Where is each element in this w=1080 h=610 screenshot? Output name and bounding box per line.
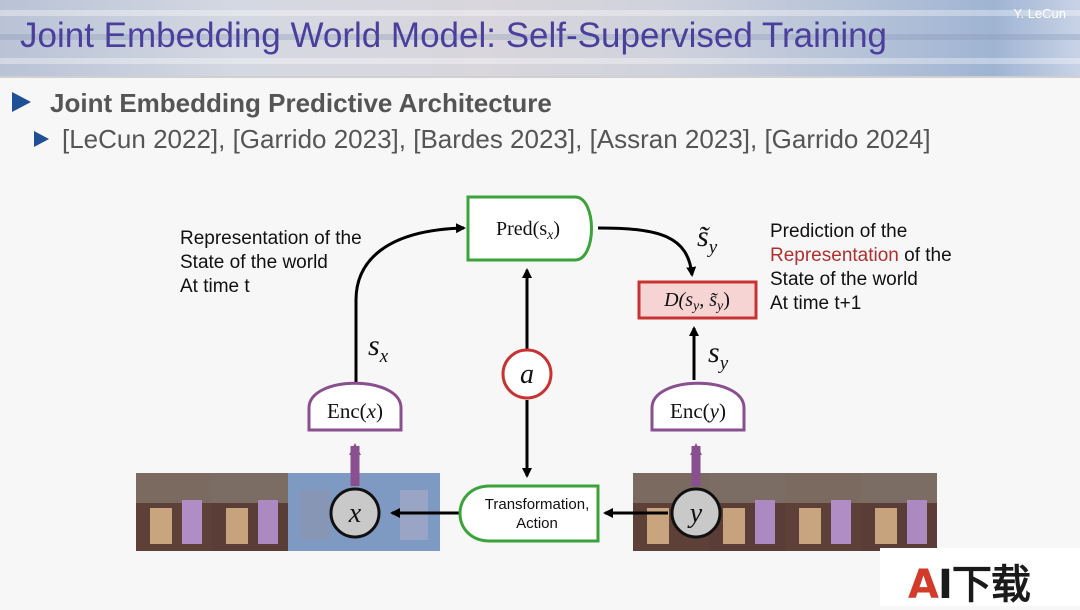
watermark-logo: AI下载	[880, 548, 1080, 608]
svg-text:D(sy, s̃y): D(sy, s̃y)	[663, 289, 730, 314]
svg-text:Enc(x): Enc(x)	[327, 399, 383, 423]
note-left-line-1: Representation of the	[180, 228, 362, 249]
watermark-a: A	[908, 562, 939, 608]
predictor-node: Pred(sx)	[466, 195, 593, 262]
predictor-close: )	[553, 218, 560, 240]
action-var: a	[520, 359, 534, 390]
transformation-node: Transformation, Action	[458, 484, 600, 543]
note-left-line-2: State of the world	[180, 252, 328, 273]
sy-tilde-label: s̃y	[697, 220, 718, 258]
y-var: y	[687, 498, 703, 529]
cost-sub-1: y	[691, 299, 700, 314]
encoder-x-label: Enc(	[327, 399, 367, 423]
cost-close: )	[723, 289, 730, 311]
note-representation-t: Representation of the State of the world…	[180, 228, 362, 297]
cost-mid: , s̃	[699, 289, 718, 311]
video-frames-past	[136, 473, 440, 551]
cost-sub-2: y	[715, 299, 724, 314]
note-left-line-3: At time t	[180, 276, 250, 297]
edge-pred-to-cost	[597, 226, 697, 277]
encoder-y-close: )	[719, 399, 726, 423]
transform-line-1: Transformation,	[485, 496, 589, 513]
transform-line-2: Action	[516, 515, 558, 532]
watermark-rest: I下载	[937, 562, 1031, 608]
bullet-main: Joint Embedding Predictive Architecture	[50, 88, 552, 118]
encoder-x-close: )	[376, 399, 383, 423]
action-node: a	[501, 348, 553, 400]
note-right-line-3: State of the world	[770, 269, 918, 290]
slide-title: Joint Embedding World Model: Self-Superv…	[20, 16, 888, 55]
slide-header: Joint Embedding World Model: Self-Superv…	[0, 0, 1080, 76]
encoder-y-label: Enc(	[670, 399, 710, 423]
bullet-arrow-icon	[34, 131, 49, 147]
svg-text:Pred(sx): Pred(sx)	[496, 218, 560, 243]
header-divider	[0, 76, 1080, 78]
cost-label: D(s	[663, 289, 693, 311]
observation-x-node: x	[329, 487, 381, 539]
encoder-y-var: y	[708, 399, 720, 423]
svg-text:Enc(y): Enc(y)	[670, 399, 726, 423]
bullet-references: [LeCun 2022], [Garrido 2023], [Bardes 20…	[62, 124, 931, 154]
predictor-label: Pred(s	[496, 218, 547, 240]
observation-y-node: y	[670, 487, 722, 539]
encoder-x-node: Enc(x)	[307, 381, 403, 432]
encoder-x-var: x	[366, 399, 377, 423]
note-right-line-4: At time t+1	[770, 293, 861, 314]
edge-sx-to-pred	[354, 223, 466, 388]
author-credit: Y. LeCun	[1013, 6, 1066, 21]
note-right-line-1: Prediction of the	[770, 221, 907, 242]
note-prediction-t1: Prediction of the Representation of the …	[770, 221, 952, 314]
x-var: x	[348, 498, 362, 529]
cost-node: D(sy, s̃y)	[637, 280, 758, 320]
sy-label: sy	[708, 336, 729, 374]
sx-label: sx	[368, 329, 389, 367]
encoder-y-node: Enc(y)	[650, 381, 746, 432]
predictor-sub: x	[546, 228, 554, 243]
note-right-line-2: Representation of the	[770, 245, 952, 266]
bullet-arrow-icon	[12, 92, 31, 112]
